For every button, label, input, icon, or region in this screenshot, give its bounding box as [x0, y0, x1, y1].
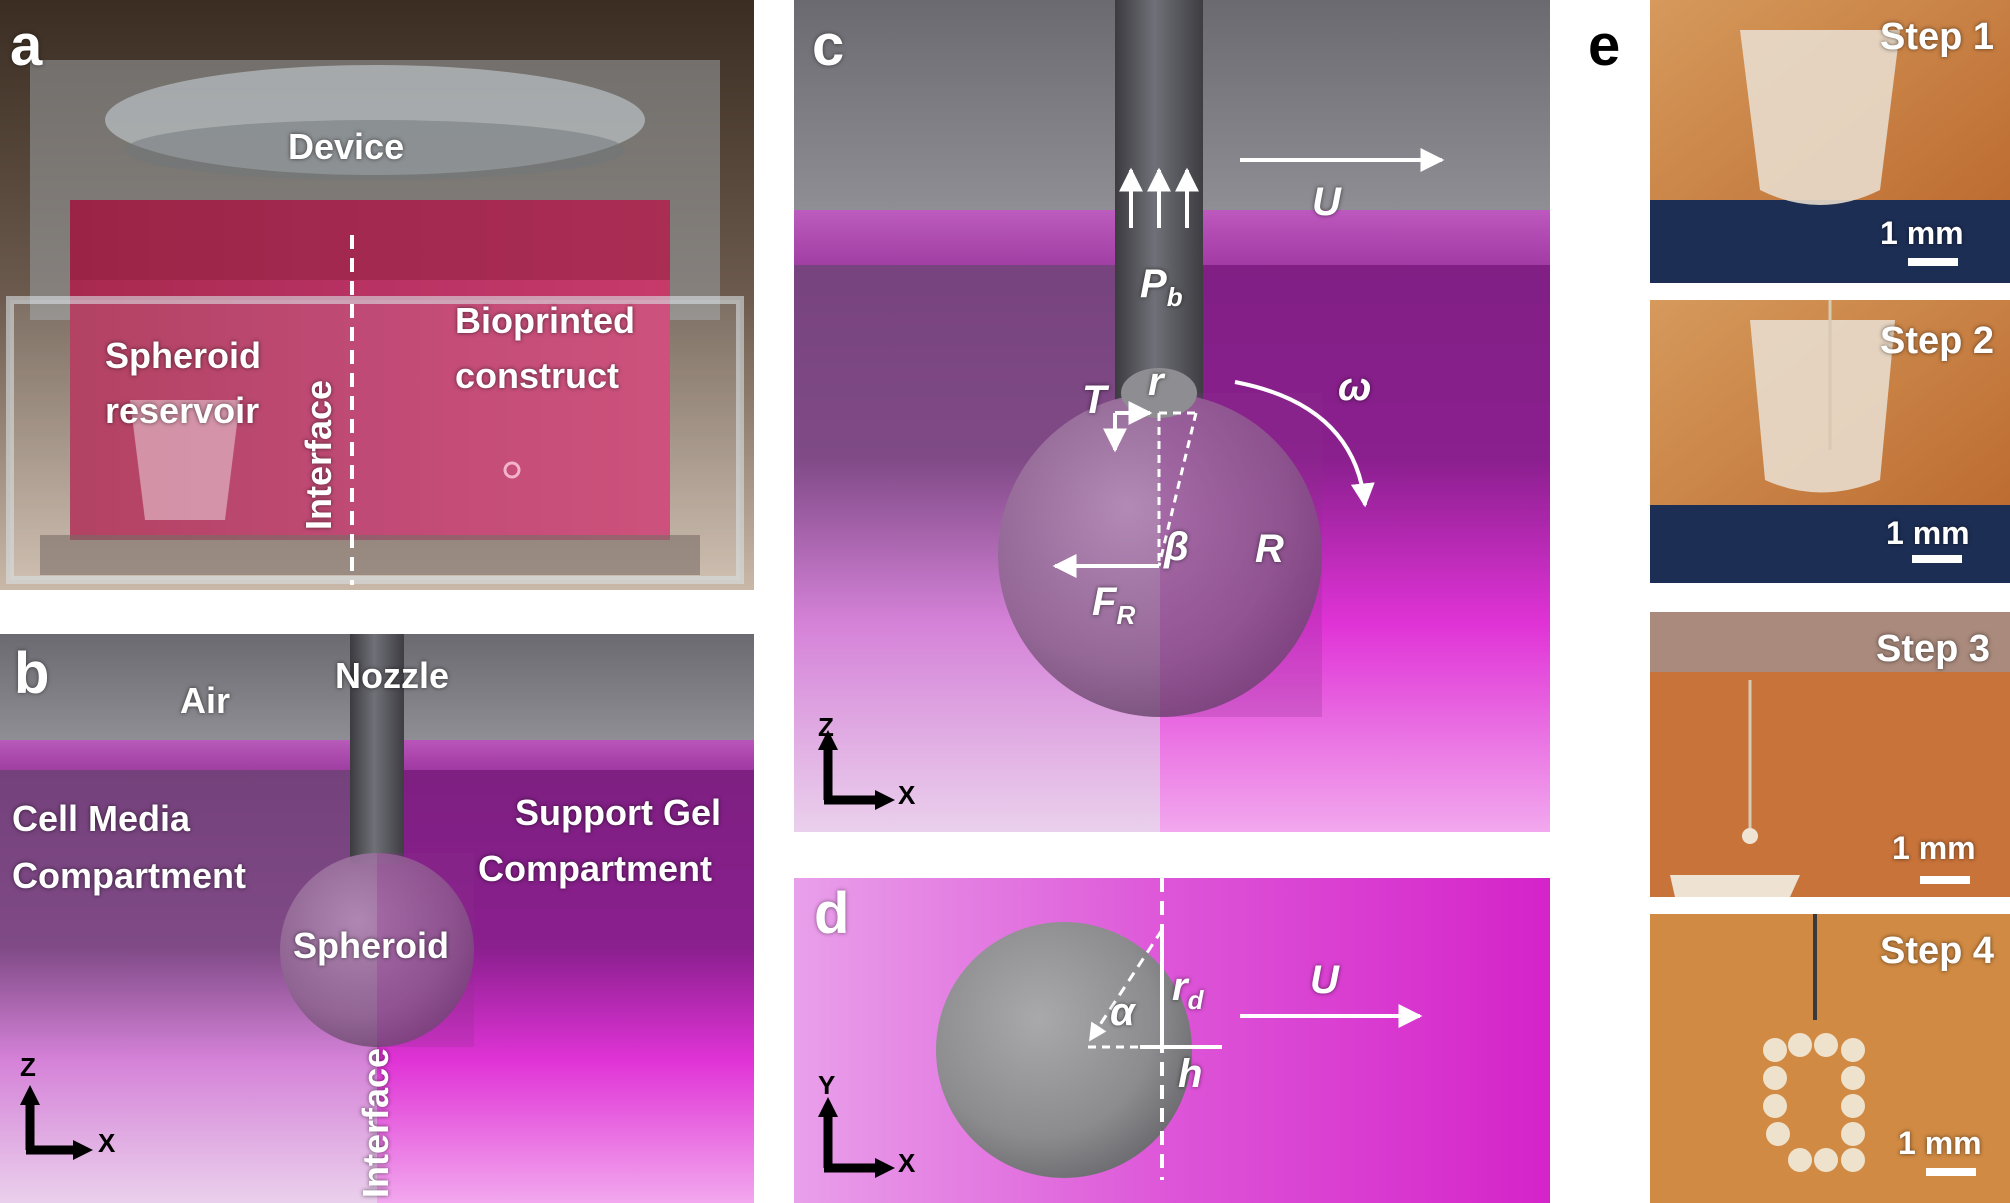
panel-c-render	[794, 0, 1550, 832]
axis-label-x-b: X	[98, 1128, 116, 1158]
label-spheroid: Spheroid	[293, 925, 450, 966]
label-c-r-small: r	[1148, 360, 1164, 404]
panel-a-photo	[0, 0, 754, 590]
label-support-gel-1: Support Gel	[515, 792, 721, 833]
label-step-4: Step 4	[1880, 930, 1995, 972]
panel-label-c: c	[812, 13, 845, 78]
label-cell-media-2: Compartment	[12, 855, 247, 896]
label-interface-a: Interface	[298, 379, 339, 530]
label-c-pb: Pb	[1140, 262, 1183, 313]
label-c-beta: β	[1164, 525, 1189, 569]
label-d-u: U	[1310, 958, 1339, 1002]
label-air: Air	[180, 680, 231, 721]
label-bioprinted-1: Bioprinted	[455, 300, 635, 341]
label-support-gel-2: Compartment	[478, 848, 713, 889]
label-nozzle: Nozzle	[335, 655, 450, 696]
axis-label-z-c: Z	[818, 712, 834, 742]
panel-label-a: a	[10, 13, 43, 78]
axis-label-y-d: Y	[818, 1070, 836, 1100]
label-spheroid-reservoir-1: Spheroid	[105, 335, 262, 376]
scale-label-3: 1 mm	[1892, 830, 1976, 866]
scale-label-1: 1 mm	[1880, 215, 1964, 251]
panel-label-e: e	[1588, 13, 1621, 78]
label-c-r-big: R	[1255, 527, 1284, 571]
panel-label-d: d	[814, 881, 850, 946]
label-c-u: U	[1312, 180, 1341, 224]
panel-e-photos	[1650, 0, 2010, 1203]
panel-b-render	[0, 634, 754, 1203]
label-d-rd: rd	[1172, 965, 1204, 1016]
label-step-1: Step 1	[1880, 16, 1995, 58]
label-d-h: h	[1178, 1052, 1203, 1096]
label-bioprinted-2: construct	[455, 355, 620, 396]
axis-label-z-b: Z	[20, 1052, 36, 1082]
label-device: Device	[288, 126, 405, 167]
label-d-alpha: α	[1110, 990, 1135, 1034]
label-cell-media-1: Cell Media	[12, 798, 191, 839]
scale-label-2: 1 mm	[1886, 515, 1970, 551]
label-step-2: Step 2	[1880, 320, 1995, 362]
label-step-3: Step 3	[1876, 628, 1991, 670]
panel-label-b: b	[14, 641, 50, 706]
panel-b-axes	[20, 1085, 93, 1160]
label-c-fr: FR	[1092, 580, 1136, 631]
label-interface-b: Interface	[355, 1047, 396, 1198]
label-c-t: T	[1082, 378, 1107, 422]
axis-label-x-d: X	[898, 1148, 916, 1178]
label-spheroid-reservoir-2: reservoir	[105, 390, 260, 431]
panel-d-render	[794, 878, 1550, 1203]
label-c-omega: ω	[1338, 365, 1372, 409]
axis-label-x-c: X	[898, 780, 916, 810]
scale-label-4: 1 mm	[1898, 1125, 1982, 1161]
